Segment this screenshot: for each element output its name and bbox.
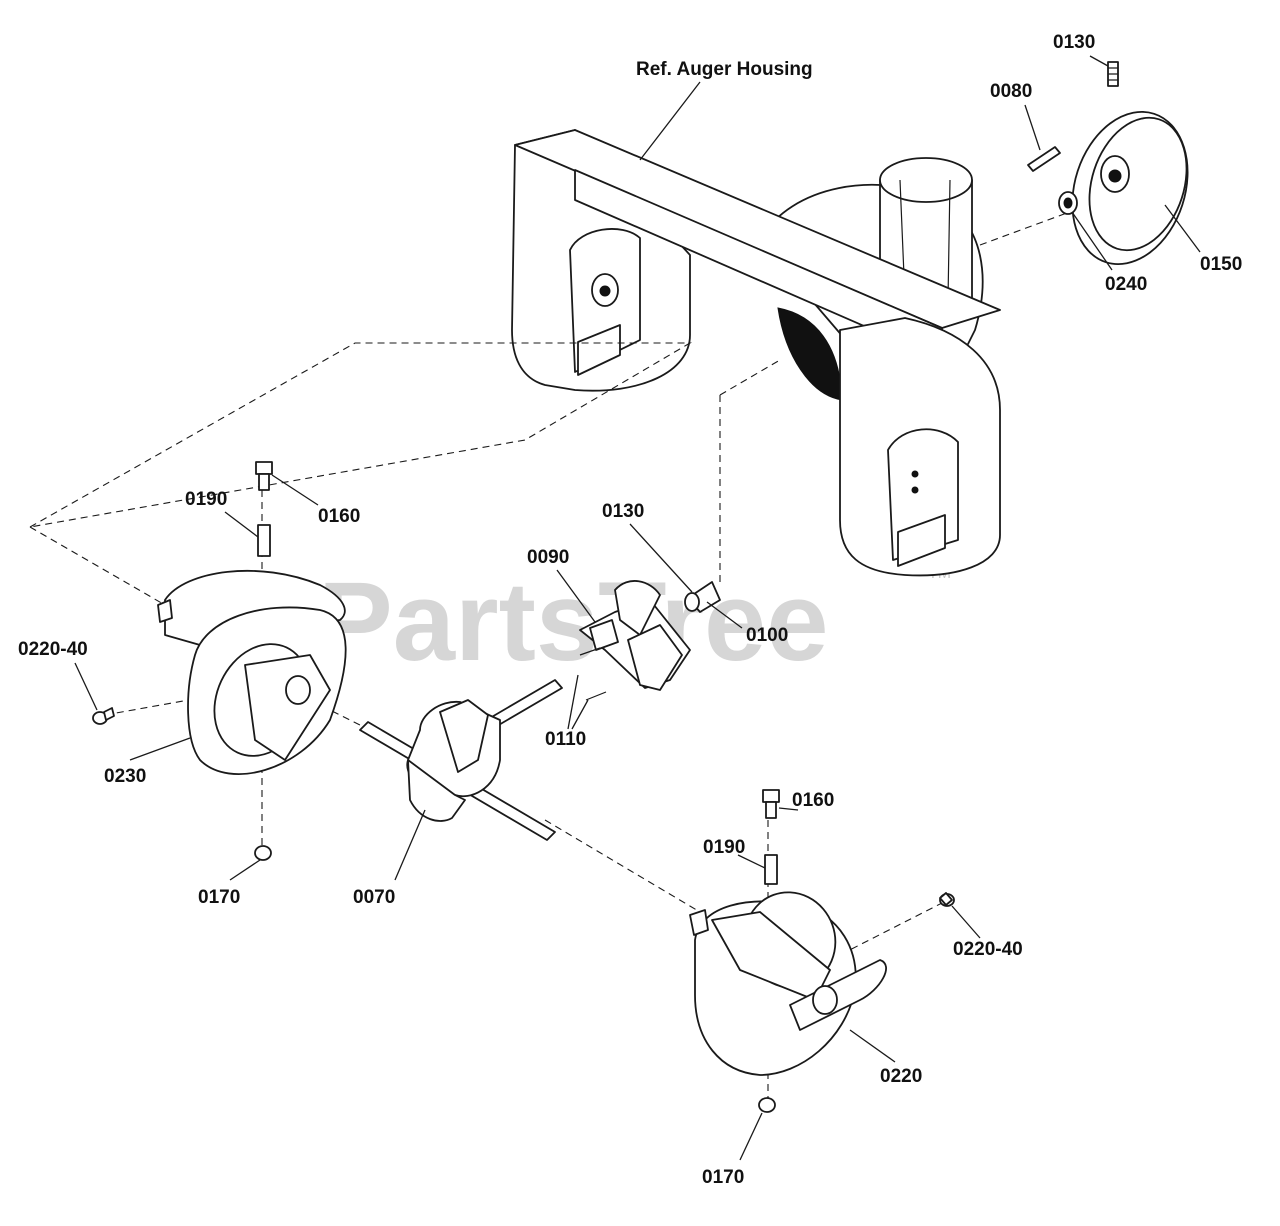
left-auger[interactable] <box>157 570 347 775</box>
leader-0220-40-left <box>74 662 98 711</box>
alignment-line-shaft-right <box>544 819 701 913</box>
grease-fitting-right[interactable] <box>939 892 955 907</box>
label-part-0080: 0080 <box>990 81 1032 102</box>
leader-0220 <box>849 1029 896 1063</box>
label-part-0100: 0100 <box>746 625 788 646</box>
leader-0160-left <box>271 474 319 506</box>
label-part-0130-mid: 0130 <box>602 501 644 522</box>
leader-0130-top <box>1089 55 1109 67</box>
alignment-line-left-auger <box>29 526 166 606</box>
set-screw-top[interactable] <box>1107 61 1119 87</box>
leader-0150 <box>1164 204 1201 253</box>
leader-0190-right <box>737 854 766 869</box>
alignment-line-pulley <box>979 209 1076 246</box>
leader-0230 <box>129 737 191 761</box>
leader-ref-housing <box>639 81 701 161</box>
leader-0240 <box>1071 211 1113 271</box>
leader-0110 <box>567 674 589 730</box>
label-part-0220-40-right: 0220-40 <box>953 939 1023 960</box>
label-part-0150: 0150 <box>1200 254 1242 275</box>
nut-right[interactable] <box>758 1097 776 1113</box>
leader-0090 <box>556 569 596 623</box>
leader-0190-left <box>224 511 259 538</box>
label-part-0220: 0220 <box>880 1066 922 1087</box>
leader-0100 <box>706 601 743 629</box>
washer[interactable] <box>1058 191 1078 215</box>
watermark-text: PartsTree <box>318 559 829 684</box>
impeller[interactable] <box>579 580 691 691</box>
leader-0070 <box>394 809 426 881</box>
label-part-0160-left: 0160 <box>318 506 360 527</box>
label-part-0130-top: 0130 <box>1053 32 1095 53</box>
alignment-line-right-panel <box>719 359 781 585</box>
spacer-left[interactable] <box>257 524 271 557</box>
label-part-0220-40-left: 0220-40 <box>18 639 88 660</box>
label-part-0170-right: 0170 <box>702 1167 744 1188</box>
spacer-right[interactable] <box>764 854 778 885</box>
leader-0170-right <box>739 1112 763 1161</box>
label-part-0110: 0110 <box>545 729 586 750</box>
label-part-0070: 0070 <box>353 887 395 908</box>
right-auger[interactable] <box>689 880 887 1076</box>
bolt-right[interactable] <box>762 789 780 819</box>
grease-fitting-left[interactable] <box>92 707 115 725</box>
leader-0130-mid <box>629 523 693 593</box>
label-part-0090: 0090 <box>527 547 569 568</box>
label-part-0190-left: 0190 <box>185 489 227 510</box>
leader-0220-40-right <box>951 905 981 939</box>
gearbox-shaft[interactable] <box>359 679 563 841</box>
auger-housing[interactable] <box>511 129 1001 577</box>
label-part-0160-right: 0160 <box>792 790 834 811</box>
label-part-0170-left: 0170 <box>198 887 240 908</box>
label-part-0230: 0230 <box>104 766 146 787</box>
alignment-line-left-panel <box>29 342 693 528</box>
label-ref-auger-housing: Ref. Auger Housing <box>636 59 813 80</box>
bolt-left[interactable] <box>255 461 273 491</box>
key[interactable] <box>1027 146 1061 172</box>
pulley[interactable] <box>1054 97 1207 279</box>
leader-0160-right <box>778 807 799 811</box>
leader-0170-left <box>229 859 261 881</box>
label-part-0240: 0240 <box>1105 274 1147 295</box>
impeller-bushing[interactable] <box>684 581 721 613</box>
leader-0080 <box>1024 104 1041 151</box>
alignment-line-nut-right <box>829 902 943 961</box>
nut-left[interactable] <box>254 845 272 861</box>
impeller-bolts[interactable] <box>579 647 607 701</box>
label-part-0190-right: 0190 <box>703 837 745 858</box>
